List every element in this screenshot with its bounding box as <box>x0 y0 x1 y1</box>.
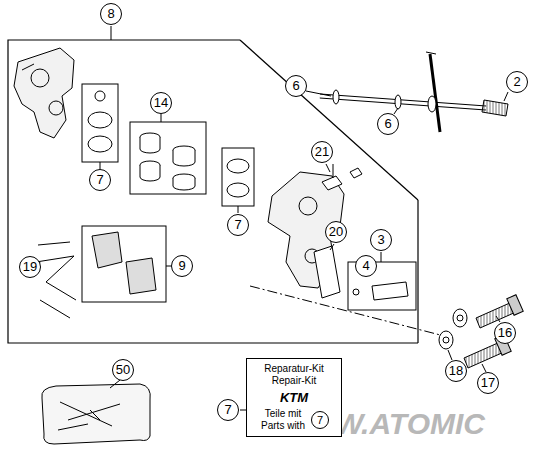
callout-number: 18 <box>445 360 467 382</box>
kit-title: Reparatur-Kit Repair-Kit <box>251 363 337 387</box>
callout-number: 7 <box>89 169 111 191</box>
callout-number: 8 <box>100 3 122 25</box>
callout-number: 19 <box>19 256 41 278</box>
repair-kit-box: Reparatur-Kit Repair-KitKTM Teile mit Par… <box>246 358 342 437</box>
callout-number: 7 <box>217 399 239 421</box>
kit-note-row: Teile mit Parts with7 <box>251 408 337 432</box>
callout-number: 20 <box>325 221 347 243</box>
kit-note: Teile mit Parts with <box>259 408 307 432</box>
callout-number: 3 <box>370 229 392 251</box>
callout-number: 4 <box>355 255 377 277</box>
callout-number: 21 <box>311 141 333 163</box>
callout-number: 50 <box>112 359 134 381</box>
callout-number: 7 <box>311 411 329 429</box>
callout-number: 6 <box>285 75 307 97</box>
watermark-text: W.ATOMIC <box>335 407 485 441</box>
callout-number: 2 <box>506 71 528 93</box>
callout-number: 16 <box>494 322 516 344</box>
brand-logo: KTM <box>251 390 337 405</box>
callout-number: 7 <box>227 214 249 236</box>
callout-number: 9 <box>171 255 193 277</box>
callout-number: 17 <box>477 372 499 394</box>
callout-number: 14 <box>150 92 172 114</box>
callout-number: 6 <box>377 113 399 135</box>
